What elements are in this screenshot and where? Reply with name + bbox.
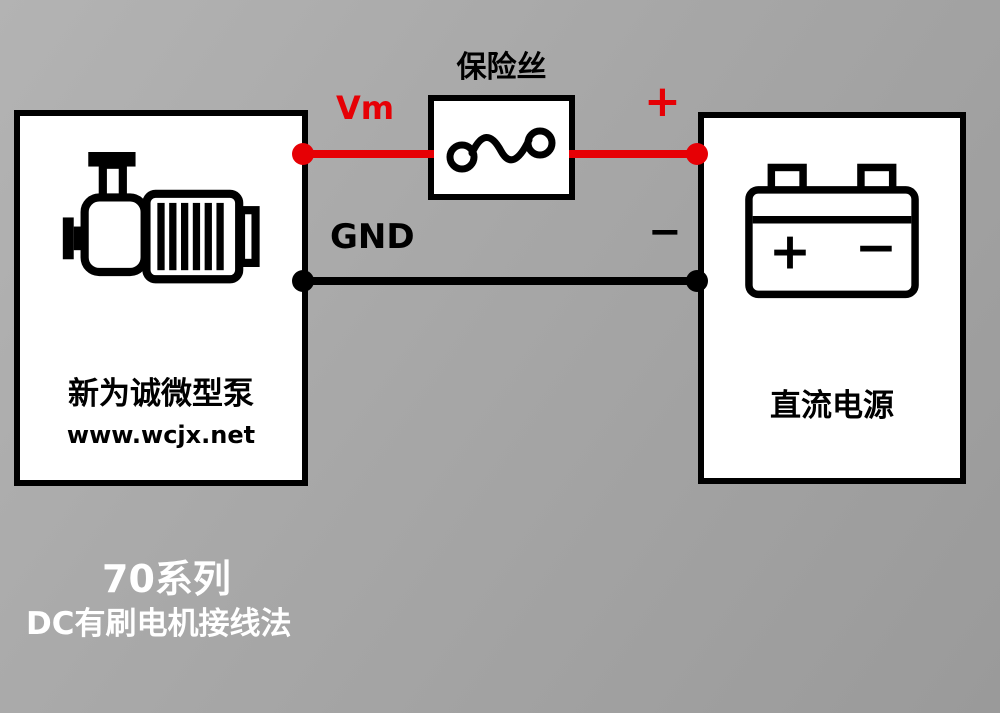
fuse-icon (446, 127, 556, 173)
vm-terminal-dot-left (292, 143, 314, 165)
power-title: 直流电源 (770, 388, 894, 424)
vm-label: Vm (336, 89, 395, 127)
vm-wire-left-segment (300, 150, 434, 158)
pump-title: 新为诚微型泵 (68, 376, 254, 412)
gnd-terminal-dot-left (292, 270, 314, 292)
pump-motor-icon (62, 152, 260, 284)
fuse-label: 保险丝 (456, 50, 547, 85)
gnd-wire (300, 277, 700, 285)
battery-icon: + − (745, 163, 919, 299)
battery-plus-symbol: + (769, 221, 811, 280)
minus-label: − (648, 209, 682, 255)
fuse-box (428, 95, 575, 200)
power-box: + − 直流电源 (698, 112, 966, 484)
vm-terminal-dot-right (686, 143, 708, 165)
pump-box: 新为诚微型泵 www.wcjx.net (14, 110, 308, 486)
pump-website: www.wcjx.net (66, 421, 256, 449)
vm-wire-right-segment (569, 150, 700, 158)
gnd-label: GND (330, 217, 415, 257)
wiring-method-caption: DC有刷电机接线法 (26, 606, 292, 642)
battery-minus-symbol: − (855, 218, 897, 277)
gnd-terminal-dot-right (686, 270, 708, 292)
plus-label: + (644, 76, 681, 127)
series-caption: 70系列 (102, 557, 231, 601)
